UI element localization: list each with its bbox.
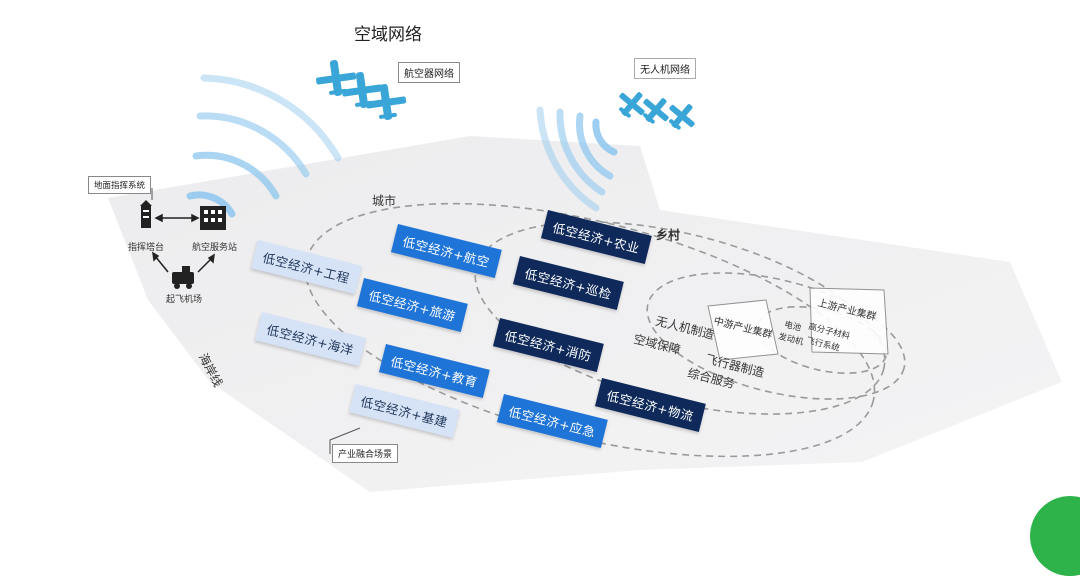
ground-plane — [108, 136, 1062, 492]
fusion-scenario-label: 产业融合场景 — [332, 444, 399, 463]
airspace-network-title: 空域网络 — [354, 25, 422, 45]
ground-command-label: 地面指挥系统 — [88, 176, 152, 194]
airport-icon — [172, 266, 194, 289]
ground-signal-waves — [186, 74, 342, 218]
city-label: 城市 — [372, 194, 397, 208]
service-station-icon — [200, 206, 226, 230]
link-arrows-icon — [152, 251, 215, 273]
double-arrow-icon — [154, 213, 200, 223]
fusion-callout-line — [329, 427, 361, 454]
low-altitude-economy-diagram: 空域网络 航空器网络 无人机网络 地面指挥系统 指挥塔台 航空服务站 起飞机场 … — [88, 25, 1080, 576]
drone-signal-waves — [536, 106, 618, 212]
cluster-boxes — [707, 287, 889, 361]
control-tower-label: 指挥塔台 — [128, 243, 165, 253]
industry-boundary — [646, 272, 906, 400]
drone-network-label: 无人机网络 — [634, 58, 696, 79]
diagram-canvas — [108, 60, 1062, 492]
control-tower-icon — [140, 200, 152, 228]
upstream-box — [809, 287, 889, 355]
aircraft-icon — [316, 60, 407, 120]
drone-icon — [619, 92, 695, 130]
service-station-label: 航空服务站 — [192, 243, 238, 253]
midstream-box — [707, 299, 779, 361]
village-label: 乡村 — [656, 228, 681, 242]
airport-label: 起飞机场 — [166, 295, 203, 305]
aircraft-network-label: 航空器网络 — [398, 62, 460, 83]
